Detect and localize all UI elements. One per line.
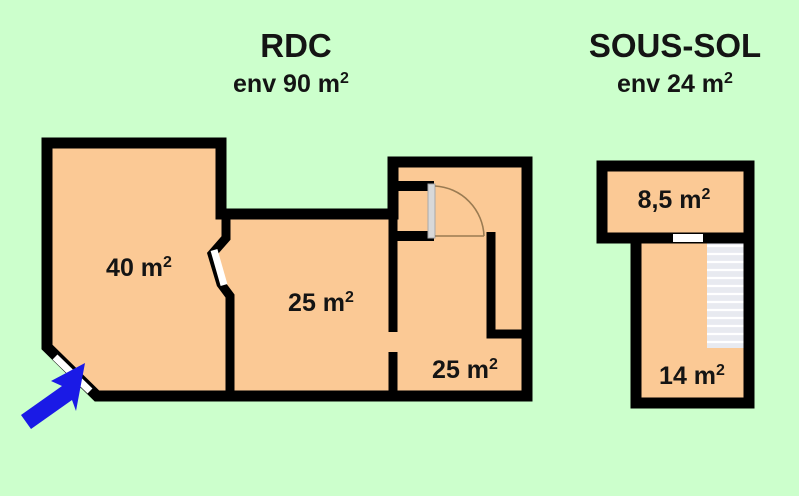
- room-label-cellar-lower-exponent: 2: [716, 362, 725, 379]
- basement-subtitle-exponent: 2: [724, 70, 733, 87]
- entry-door-swing-arc: [434, 185, 485, 237]
- entrance-direction-arrow: [21, 363, 85, 429]
- room-label-cellar-lower-text: 14 m: [659, 362, 716, 390]
- ground-floor-fill: [47, 143, 527, 396]
- basement-subtitle: env 24 m2: [617, 70, 733, 98]
- room-label-main-text: 25 m: [288, 289, 345, 317]
- ground-floor-subtitle: env 90 m2: [233, 70, 349, 98]
- staircase-to-ground-floor: [707, 238, 744, 348]
- room-label-cellar-upper-text: 8,5 m: [638, 186, 702, 214]
- interior-door-gap: [210, 249, 228, 286]
- ground-floor-title: RDC: [260, 27, 332, 64]
- closet-partition: [486, 232, 527, 339]
- room-label-cellar-upper: 8,5 m2: [638, 186, 711, 214]
- room-label-cellar-upper-exponent: 2: [702, 186, 711, 203]
- room-label-living-exponent: 2: [163, 254, 172, 271]
- room-label-main-exponent: 2: [345, 289, 354, 306]
- room-label-secondary-exponent: 2: [489, 356, 498, 373]
- basement-title: SOUS-SOL: [589, 27, 761, 64]
- room-label-secondary: 25 m2: [432, 356, 498, 384]
- room-label-living: 40 m2: [106, 254, 172, 282]
- room-label-living-text: 40 m: [106, 254, 163, 282]
- arrow-shape: [21, 363, 85, 429]
- basement-plan: 8,5 m2 14 m2: [596, 160, 755, 409]
- ground-floor-subtitle-text: env 90 m: [233, 70, 340, 98]
- ground-floor-subtitle-exponent: 2: [340, 70, 349, 87]
- room-label-main: 25 m2: [288, 289, 354, 317]
- basement-outer-walls: [596, 160, 755, 409]
- entry-door-leaf: [427, 183, 436, 239]
- room-label-cellar-lower: 14 m2: [659, 362, 725, 390]
- room-label-secondary-text: 25 m: [432, 356, 489, 384]
- staircase-treads: [707, 244, 744, 344]
- basement-subtitle-text: env 24 m: [617, 70, 724, 98]
